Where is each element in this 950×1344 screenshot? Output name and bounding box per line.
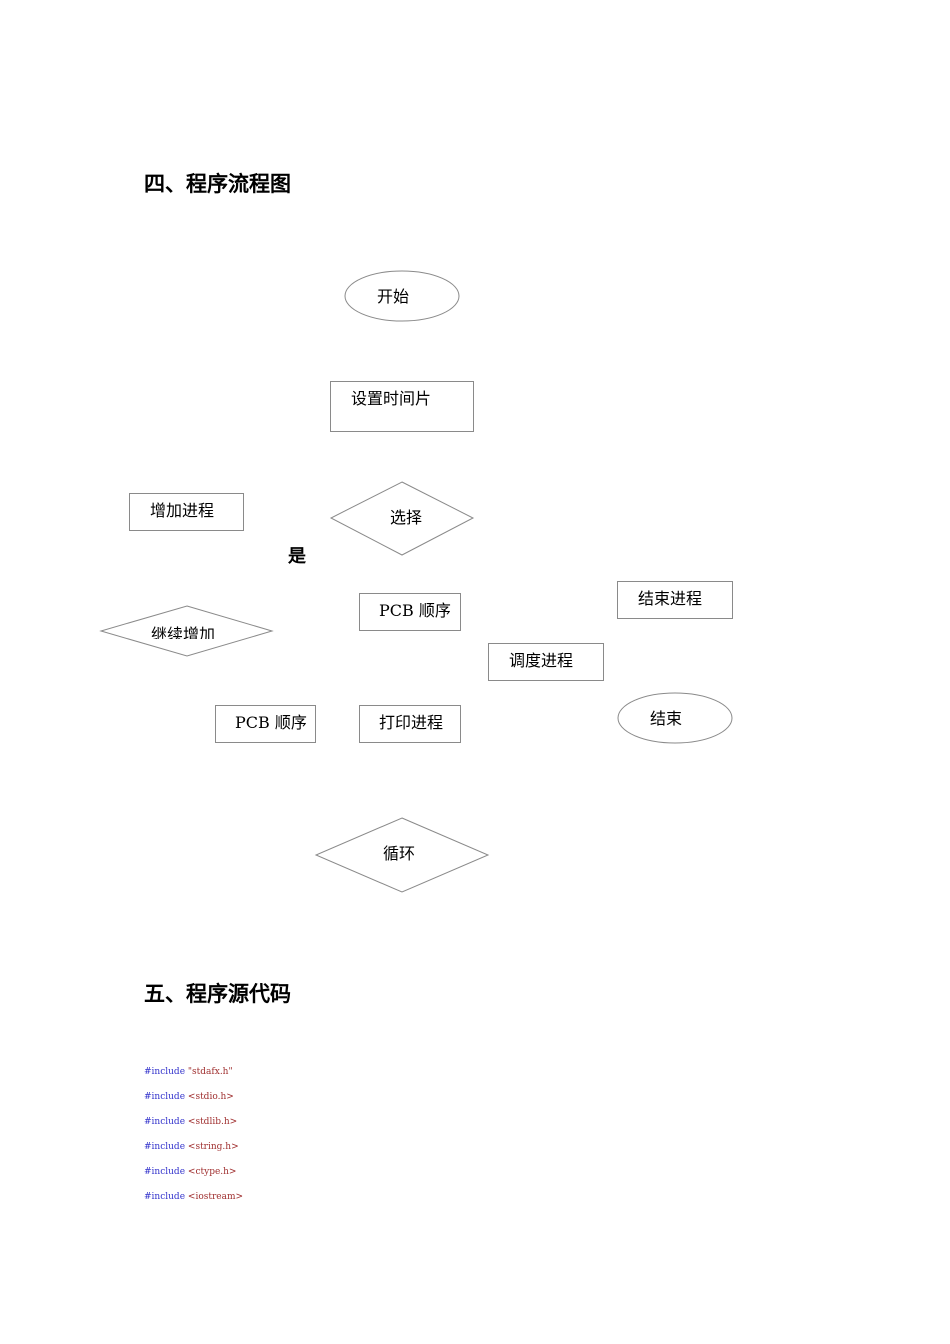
end-label: 结束 — [650, 709, 682, 728]
code-line: #include "stdafx.h" — [144, 1066, 243, 1091]
end-process-node: 结束进程 — [617, 581, 733, 619]
add-process-node: 增加进程 — [129, 493, 244, 531]
include-directive: #include — [144, 1092, 186, 1102]
code-line: #include <iostream> — [144, 1191, 243, 1216]
schedule-process-label: 调度进程 — [509, 651, 573, 670]
choose-decision: 选择 — [329, 481, 475, 556]
flowchart: 开始 设置时间片 增加进程 选择 PCB 顺序 结束进程 继续增加 调度进程 结… — [99, 270, 733, 893]
code-line: #include <stdio.h> — [144, 1091, 243, 1116]
continue-add-decision: 继续增加 — [99, 605, 274, 657]
set-time-slice-node: 设置时间片 — [330, 381, 474, 432]
include-directive: #include — [144, 1067, 186, 1077]
choose-label: 选择 — [390, 508, 422, 527]
set-time-slice-label: 设置时间片 — [351, 389, 431, 408]
yes-label: 是 — [288, 546, 306, 567]
end-process-label: 结束进程 — [638, 589, 702, 608]
section-heading-source-code: 五、程序源代码 — [144, 982, 291, 1006]
start-label: 开始 — [377, 287, 409, 306]
pcb-order-node-2: PCB 顺序 — [215, 705, 316, 743]
include-target: "stdafx.h" — [187, 1067, 233, 1077]
pcb-order-label-2: PCB 顺序 — [235, 713, 307, 732]
code-line: #include <stdlib.h> — [144, 1116, 243, 1141]
pcb-order-label-1: PCB 顺序 — [379, 601, 451, 620]
include-target: <ctype.h> — [187, 1167, 237, 1177]
start-node: 开始 — [344, 270, 460, 322]
code-line: #include <string.h> — [144, 1141, 243, 1166]
include-directive: #include — [144, 1117, 186, 1127]
include-directive: #include — [144, 1167, 186, 1177]
print-process-label: 打印进程 — [379, 713, 443, 732]
code-line: #include <ctype.h> — [144, 1166, 243, 1191]
loop-label: 循环 — [383, 844, 415, 863]
include-target: <stdio.h> — [187, 1092, 234, 1102]
print-process-node: 打印进程 — [359, 705, 461, 743]
loop-decision: 循环 — [314, 817, 490, 893]
continue-add-label: 继续增加 — [151, 625, 215, 644]
pcb-order-node-1: PCB 顺序 — [359, 593, 461, 631]
section-heading-flowchart: 四、程序流程图 — [144, 172, 291, 196]
include-target: <string.h> — [187, 1142, 239, 1152]
include-target: <stdlib.h> — [187, 1117, 238, 1127]
include-target: <iostream> — [187, 1192, 244, 1202]
end-node: 结束 — [617, 692, 733, 744]
include-directive: #include — [144, 1142, 186, 1152]
include-directive: #include — [144, 1192, 186, 1202]
schedule-process-node: 调度进程 — [488, 643, 604, 681]
code-block: #include "stdafx.h" #include <stdio.h> #… — [144, 1066, 243, 1216]
add-process-label: 增加进程 — [150, 501, 214, 520]
